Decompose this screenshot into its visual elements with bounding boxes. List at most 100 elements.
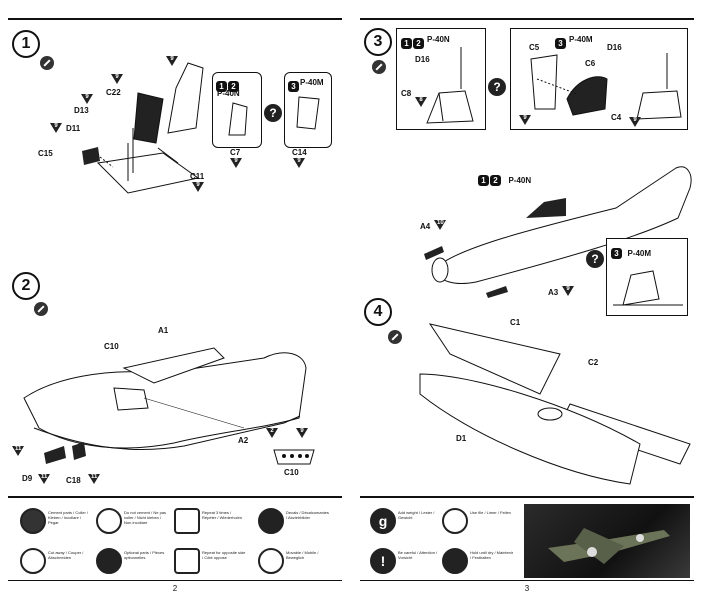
page-number: 2 [172, 584, 178, 593]
part-c18-label: C18 [66, 476, 81, 485]
legend-top-rule [360, 496, 694, 498]
weight-icon: g [370, 508, 396, 534]
color-triangle: 9 [81, 94, 93, 104]
fuselage-assembled-drawing [424, 166, 692, 298]
instrument-panel-drawing [273, 449, 315, 465]
model-photo [524, 504, 690, 578]
variant-badge: 2 [228, 81, 239, 92]
optional-parts-icon: ? [264, 104, 282, 122]
opposite-side-icon [174, 548, 200, 574]
hold-icon [442, 548, 468, 574]
step-3-number: 3 [364, 28, 392, 56]
variant-badge: 2 [490, 175, 501, 186]
canopy-p40n-drawing [426, 47, 474, 124]
step-2-number: 2 [12, 272, 40, 300]
color-triangle: 9 [192, 182, 204, 192]
part-d11-label: D11 [66, 124, 81, 133]
star-decal-icon [258, 508, 284, 534]
inset-box-p40m: 3 P-40M [606, 238, 688, 316]
part-c4-label: C4 [611, 113, 622, 122]
part-c2-label: C2 [588, 358, 599, 367]
cement-icon [372, 60, 386, 74]
variant-badge: 2 [413, 38, 424, 49]
movable-icon [258, 548, 284, 574]
question-icon [96, 548, 122, 574]
cement-icon [34, 302, 48, 316]
cement-icon [20, 508, 46, 534]
part-a4-label: A4 [420, 222, 431, 231]
variant-label: P-40N [508, 176, 532, 185]
color-triangle: 9 [519, 115, 531, 125]
part-d13-label: D13 [74, 106, 89, 115]
part-c22-label: C22 [106, 88, 121, 97]
aircraft-photo-silhouette [548, 528, 670, 564]
variant-badge: 1 [478, 175, 489, 186]
part-c8-label: C8 [401, 89, 412, 98]
fuselage-halves-drawing [23, 347, 307, 464]
part-d9-label: D9 [22, 474, 33, 483]
part-d16-label: D16 [415, 55, 430, 64]
cement-icon [40, 56, 54, 70]
color-triangle: 11 [88, 474, 100, 484]
variant-badge: 3 [288, 81, 299, 92]
color-triangle: 9 [166, 56, 178, 66]
color-triangle: 9 [629, 117, 641, 127]
variant-label: P-40M [569, 35, 593, 44]
part-d1-label: D1 [456, 434, 467, 443]
part-c15-label: C15 [38, 149, 53, 158]
bottom-rule [8, 580, 342, 581]
color-triangle: 11 [38, 474, 50, 484]
color-triangle: 11 [12, 446, 24, 456]
color-triangle: 9 [562, 286, 574, 296]
file-icon [442, 508, 468, 534]
color-triangle: 9 [293, 158, 305, 168]
variant-label: P-40N [217, 89, 240, 98]
part-c14-label: C14 [292, 148, 307, 157]
part-a1-label: A1 [158, 326, 169, 335]
caution-icon: ! [370, 548, 396, 574]
part-c10-label: C10 [284, 468, 299, 477]
step-1-number: 1 [12, 30, 40, 58]
optional-parts-icon: ? [488, 78, 506, 96]
variant-label: P-40N [427, 35, 450, 44]
canopy-box-p40m: 3 P-40M C5 C6 D16 C4 9 9 [510, 28, 688, 130]
variant-label: P-40M [300, 78, 324, 87]
optional-parts-icon: ? [586, 250, 604, 268]
part-c10-label: C10 [104, 342, 119, 351]
part-a2-label: A2 [238, 436, 249, 445]
color-triangle: 2 [266, 428, 278, 438]
color-triangle: 10 [434, 220, 446, 230]
variant-label: P-40M [627, 249, 652, 258]
color-triangle: 9 [111, 74, 123, 84]
color-triangle: 9 [230, 158, 242, 168]
step-4-number: 4 [364, 298, 392, 326]
color-triangle: 9 [50, 123, 62, 133]
no-cement-icon [96, 508, 122, 534]
wing-assembly-drawing [419, 323, 691, 485]
variant-box-p40m: 3 P-40M [284, 72, 332, 148]
canopy-inset-drawing [613, 270, 683, 306]
part-c6-label: C6 [585, 59, 596, 68]
color-triangle: 9 [296, 428, 308, 438]
cockpit-floor-drawing [82, 62, 204, 194]
seat-back-p40m-drawing [296, 96, 320, 130]
part-c1-label: C1 [510, 318, 521, 327]
variant-badge: 1 [401, 38, 412, 49]
part-a3-label: A3 [548, 288, 559, 297]
top-rule [360, 18, 694, 20]
seat-back-p40n-drawing [228, 102, 248, 136]
canopy-p40m-drawing [530, 53, 682, 120]
variant-badge: 1 [216, 81, 227, 92]
variant-badge: 3 [555, 38, 566, 49]
repeat-icon [174, 508, 200, 534]
knife-icon [20, 548, 46, 574]
part-d16-label: D16 [607, 43, 622, 52]
bottom-rule [360, 580, 694, 581]
cement-icon [388, 330, 402, 344]
page-number: 3 [524, 584, 530, 593]
